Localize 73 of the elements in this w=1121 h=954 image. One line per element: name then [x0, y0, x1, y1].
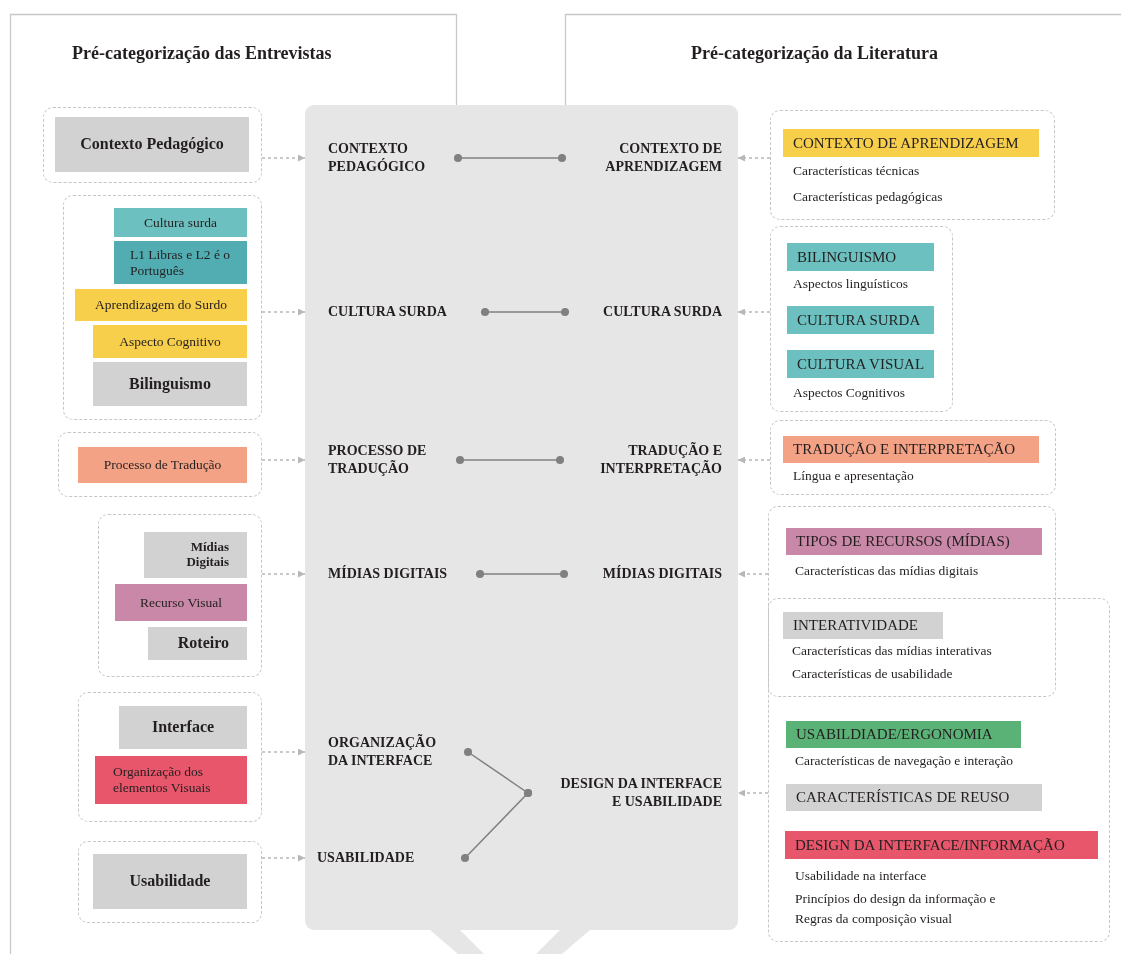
description-text: Características pedagógicas — [793, 188, 943, 206]
connector-line — [261, 854, 306, 862]
category-label: MÍDIAS DIGITAIS — [564, 562, 738, 586]
category-box: Usabilidade — [93, 854, 247, 909]
dashed-group-box — [58, 432, 262, 497]
category-label: PROCESSO DE TRADUÇÃO — [305, 437, 460, 483]
description-text: Características de navegação e interação — [795, 752, 1014, 770]
connector-line — [261, 570, 306, 578]
connector-line — [261, 154, 306, 162]
category-label: TRADUÇÃO E INTERPRETAÇÃO — [560, 437, 738, 483]
category-header: CULTURA VISUAL — [787, 350, 934, 378]
category-box: Recurso Visual — [115, 584, 247, 621]
description-text: Princípios do design da informação e Regras da composição visual — [795, 890, 997, 928]
connector-line — [737, 154, 771, 162]
dashed-group-box — [770, 110, 1055, 220]
connector-line — [480, 307, 570, 317]
section-heading: Pré-categorização da Literatura — [691, 43, 938, 64]
connector-line — [737, 456, 771, 464]
category-label: CONTEXTO DE APRENDIZAGEM — [562, 136, 738, 180]
category-box: Aspecto Cognitivo — [93, 325, 247, 358]
description-text: Aspectos Cognitivos — [793, 384, 906, 402]
category-label: CULTURA SURDA — [305, 300, 485, 324]
category-box: Contexto Pedagógico — [55, 117, 249, 172]
category-header: CONTEXTO DE APRENDIZAGEM — [783, 129, 1039, 157]
category-label: USABILIDADE — [305, 845, 465, 871]
category-header: TRADUÇÃO E INTERPRETAÇÃO — [783, 436, 1039, 463]
category-header: INTERATIVIDADE — [783, 612, 943, 639]
connector-line — [737, 308, 771, 316]
connector-line — [261, 308, 306, 316]
category-header: BILINGUISMO — [787, 243, 934, 271]
connector-line — [455, 455, 565, 465]
dashed-group-box — [770, 420, 1056, 495]
category-header: CULTURA SURDA — [787, 306, 934, 334]
dashed-group-box — [78, 841, 262, 923]
dashed-group-box — [63, 195, 262, 420]
description-text: Aspectos linguísticos — [793, 275, 909, 293]
category-header: DESIGN DA INTERFACE/INFORMAÇÃO — [785, 831, 1098, 859]
description-text: Características técnicas — [793, 162, 920, 180]
category-header: TIPOS DE RECURSOS (MÍDIAS) — [786, 528, 1042, 555]
category-box: L1 Libras e L2 é o Português — [114, 241, 247, 284]
category-header: USABILDIADE/ERGONOMIA — [786, 721, 1021, 748]
description-text: Características das mídias interativas — [792, 642, 992, 660]
section-heading: Pré-categorização das Entrevistas — [72, 43, 332, 64]
category-box: Processo de Tradução — [78, 447, 247, 483]
connector-line — [475, 569, 569, 579]
category-label: DESIGN DA INTERFACE E USABILIDADE — [528, 770, 738, 816]
category-label: CONTEXTO PEDAGÓGICO — [305, 136, 458, 180]
category-box: Aprendizagem do Surdo — [75, 289, 247, 321]
connector-line — [453, 153, 567, 163]
connector-line — [460, 788, 533, 863]
connector-line — [737, 570, 769, 578]
category-box: Cultura surda — [114, 208, 247, 237]
connector-line — [261, 748, 306, 756]
category-panel — [305, 105, 738, 930]
category-box: Roteiro — [148, 627, 247, 660]
dashed-group-box — [43, 107, 262, 183]
connector-line — [261, 456, 306, 464]
description-text: Características de usabilidade — [792, 665, 953, 683]
category-box: Organização dos elementos Visuais — [95, 756, 247, 804]
dashed-group-box — [770, 226, 953, 412]
category-label: CULTURA SURDA — [565, 300, 738, 324]
description-text: Língua e apresentação — [793, 467, 914, 485]
category-header: CARACTERÍSTICAS DE REUSO — [786, 784, 1042, 811]
category-label: ORGANIZAÇÃO DA INTERFACE — [305, 728, 468, 776]
connector-line — [737, 789, 769, 797]
category-box: Bilinguismo — [93, 362, 247, 406]
category-box: Interface — [119, 706, 247, 749]
description-text: Usabilidade na interface — [795, 867, 927, 885]
category-box: Mídias Digitais — [144, 532, 247, 578]
dashed-group-box — [78, 692, 262, 822]
dashed-group-box — [98, 514, 262, 677]
description-text: Características das mídias digitais — [795, 562, 979, 580]
category-label: MÍDIAS DIGITAIS — [305, 562, 480, 586]
